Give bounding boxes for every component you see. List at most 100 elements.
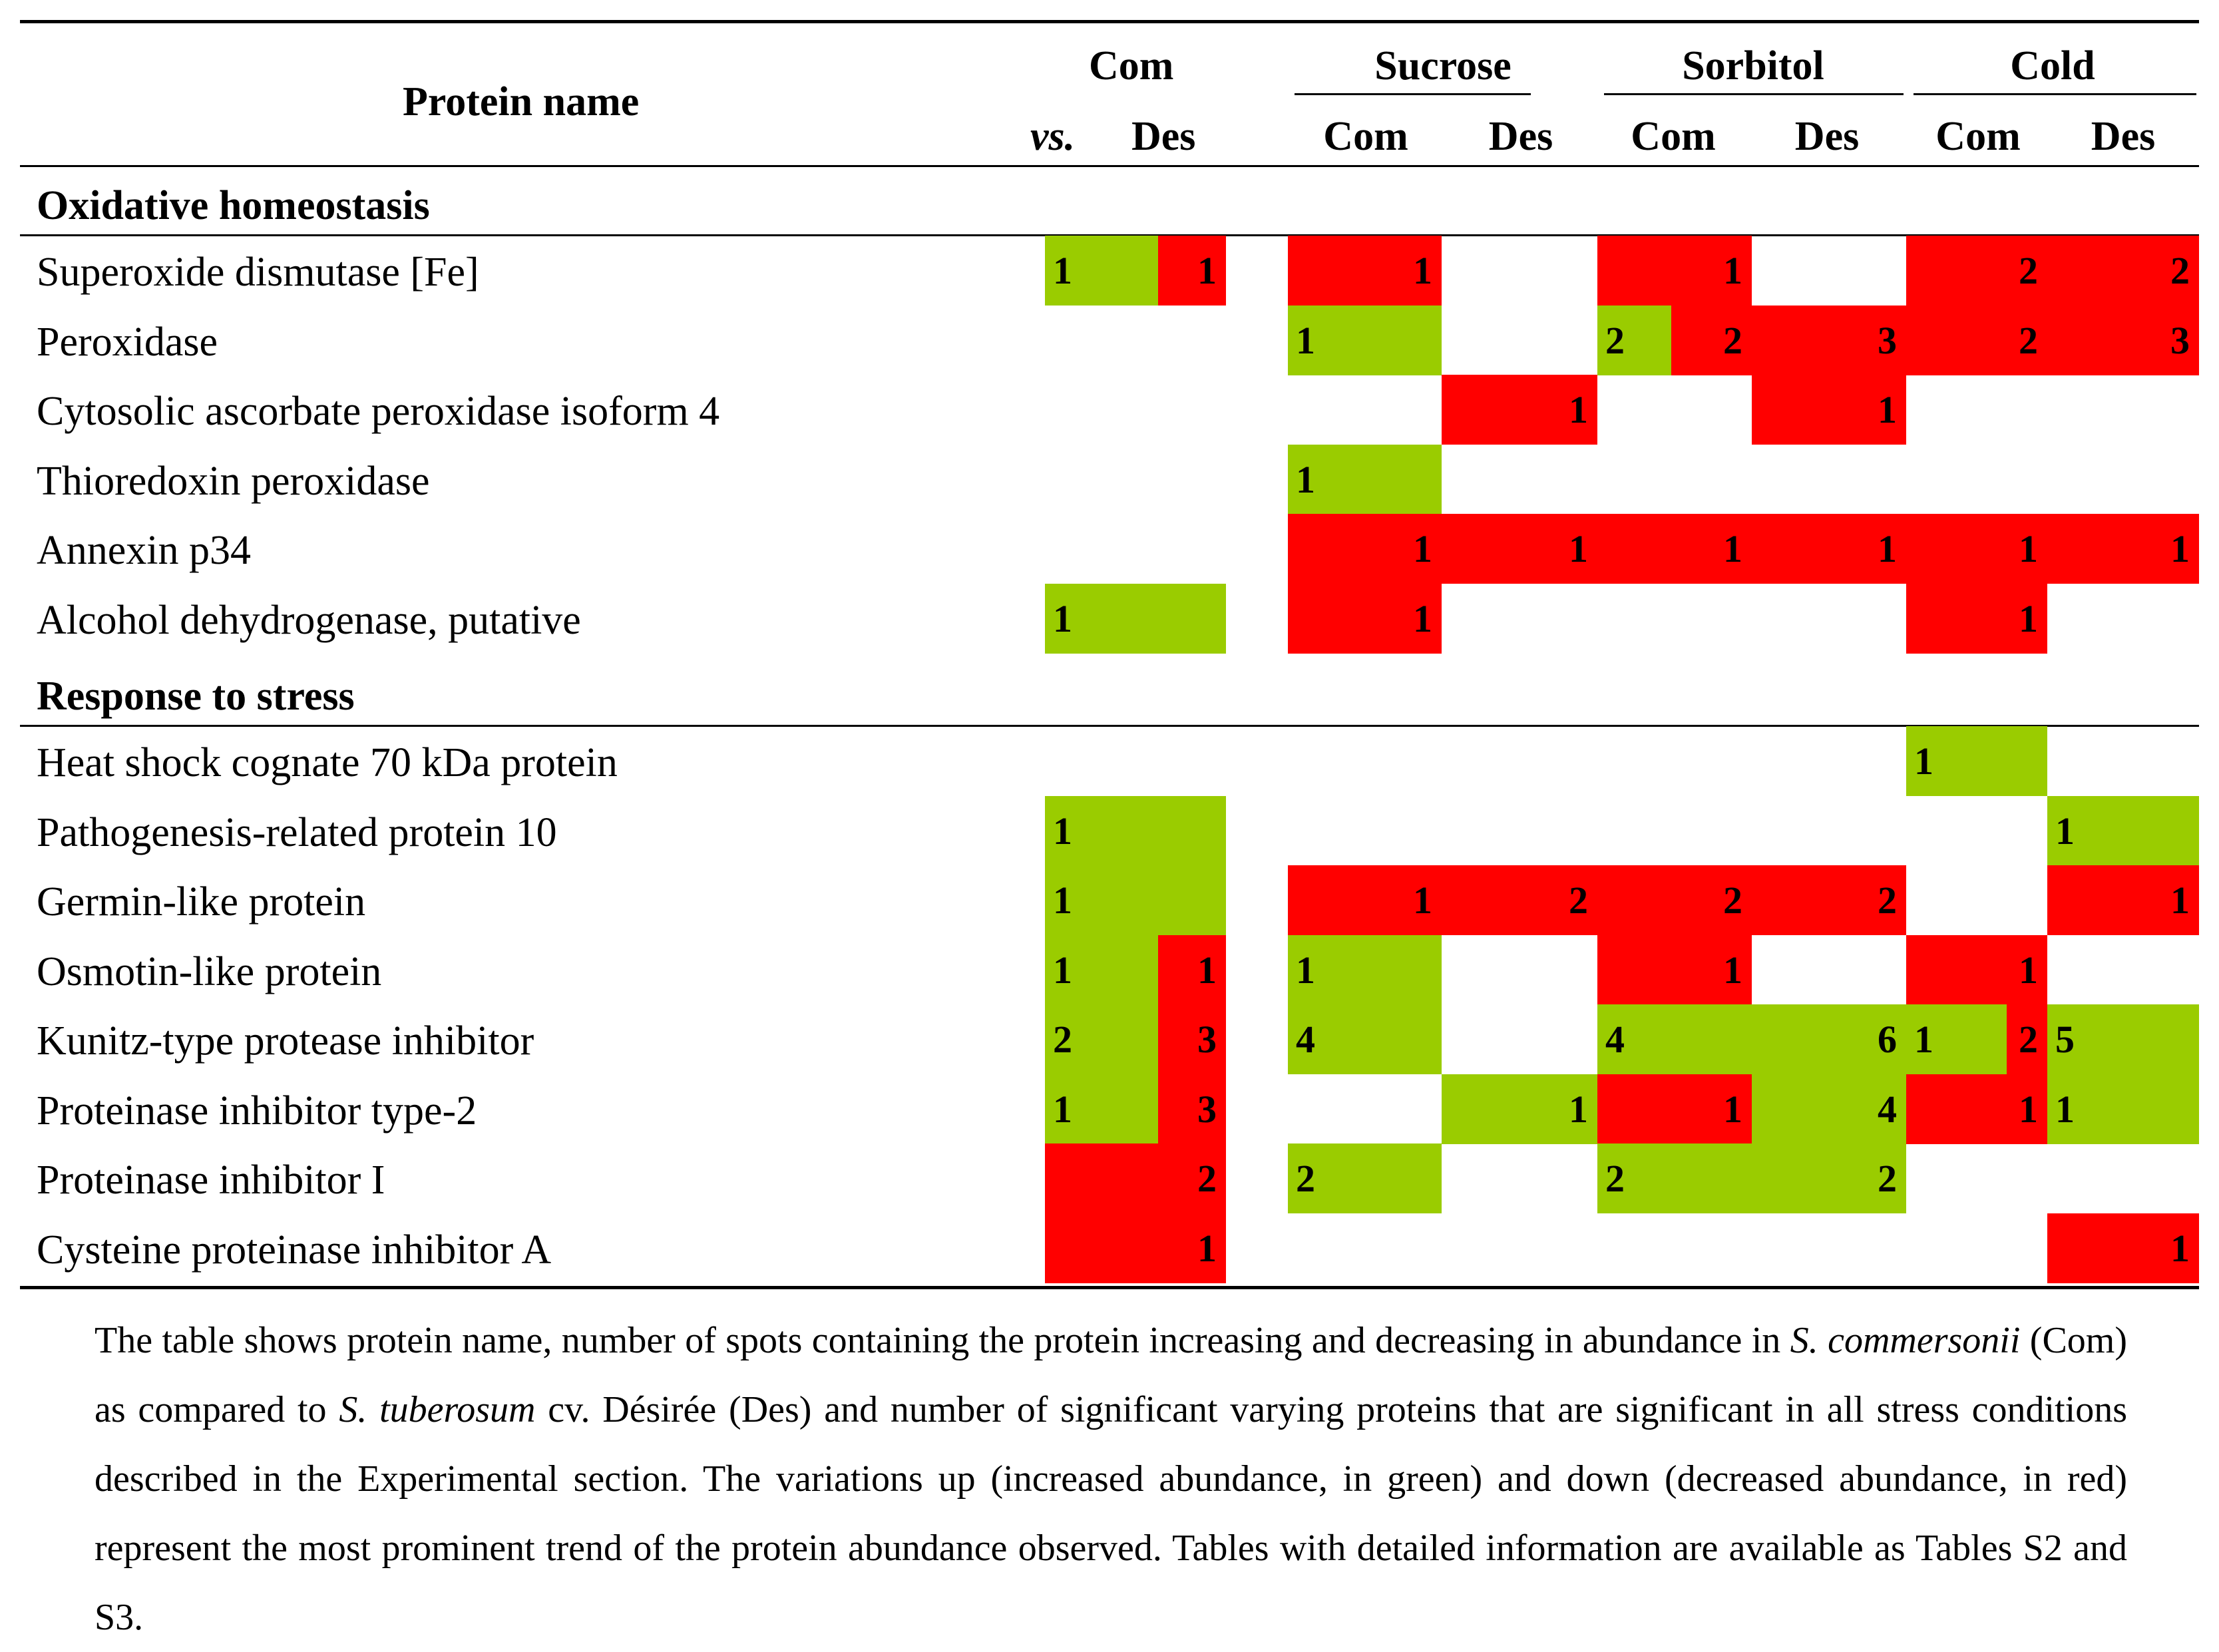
spot-count: 1 bbox=[1053, 1087, 1072, 1131]
spot-count: 1 bbox=[1053, 596, 1072, 640]
abundance-cell-increased bbox=[1597, 305, 1671, 375]
abundance-cell-decreased bbox=[1158, 1004, 1226, 1075]
spot-count: 1 bbox=[1053, 948, 1072, 992]
spot-count: 1 bbox=[1053, 249, 1072, 292]
header-condition-sucrose: Sucrose bbox=[1374, 43, 1512, 89]
bottom-rule bbox=[20, 1286, 2199, 1289]
abundance-cell-increased bbox=[1158, 865, 1226, 936]
header-underline-cold bbox=[1914, 93, 2196, 95]
spot-count: 2 bbox=[1296, 1157, 1315, 1200]
spot-count: 2 bbox=[1053, 1018, 1072, 1061]
abundance-cell-decreased bbox=[1906, 236, 2047, 306]
header-bottom-rule bbox=[20, 165, 2199, 167]
spot-count: 2 bbox=[1605, 318, 1625, 362]
abundance-cell-decreased bbox=[1288, 514, 1442, 584]
abundance-cell-decreased bbox=[2047, 236, 2199, 306]
abundance-cell-decreased bbox=[1158, 1074, 1226, 1144]
top-rule bbox=[20, 20, 2199, 23]
table-row-protein-name: Pathogenesis-related protein 10 bbox=[37, 809, 557, 855]
spot-count: 1 bbox=[1296, 948, 1315, 992]
section-rule bbox=[20, 234, 2199, 236]
spot-count: 1 bbox=[2055, 1087, 2075, 1131]
abundance-cell-decreased bbox=[1597, 514, 1752, 584]
abundance-cell-decreased bbox=[1752, 375, 1906, 445]
abundance-cell-decreased bbox=[1752, 514, 1906, 584]
abundance-cell-increased bbox=[1442, 1074, 1597, 1144]
header-underline-sorbitol bbox=[1604, 93, 1904, 95]
caption-text: The table shows protein name, number of … bbox=[95, 1320, 1790, 1361]
spot-count: 1 bbox=[2170, 527, 2190, 570]
header-protein-name: Protein name bbox=[403, 79, 640, 124]
spot-count: 2 bbox=[2019, 318, 2038, 362]
spot-count: 1 bbox=[2019, 527, 2038, 570]
table-row-protein-name: Heat shock cognate 70 kDa protein bbox=[37, 740, 618, 785]
abundance-cell-increased bbox=[1158, 583, 1226, 654]
spot-count: 2 bbox=[2019, 249, 2038, 292]
abundance-cell-increased bbox=[1906, 726, 2047, 797]
spot-count: 1 bbox=[1197, 948, 1217, 992]
abundance-cell-decreased bbox=[1288, 236, 1442, 306]
section-rule bbox=[20, 725, 2199, 727]
abundance-cell-decreased bbox=[2047, 514, 2199, 584]
spot-count: 3 bbox=[1197, 1018, 1217, 1061]
abundance-cell-decreased bbox=[1442, 514, 1597, 584]
spot-count: 2 bbox=[1723, 318, 1742, 362]
spot-count: 1 bbox=[1296, 457, 1315, 501]
abundance-cell-increased bbox=[1045, 934, 1158, 1005]
abundance-cell-increased bbox=[1288, 1143, 1442, 1214]
spot-count: 1 bbox=[2019, 596, 2038, 640]
abundance-cell-decreased bbox=[1906, 305, 2047, 375]
spot-count: 1 bbox=[1723, 948, 1742, 992]
caption-text: (Com) as compared to bbox=[95, 1320, 2128, 1430]
spot-count: 1 bbox=[2019, 948, 2038, 992]
abundance-cell-increased bbox=[1045, 1004, 1158, 1075]
abundance-cell-decreased bbox=[1906, 1074, 2047, 1144]
spot-count: 1 bbox=[1296, 318, 1315, 362]
abundance-cell-decreased bbox=[1597, 865, 1752, 936]
spot-count: 1 bbox=[2019, 1087, 2038, 1131]
spot-count: 1 bbox=[1413, 879, 1432, 922]
table-caption: The table shows protein name, number of … bbox=[95, 1306, 2127, 1652]
table-row-protein-name: Thioredoxin peroxidase bbox=[37, 458, 430, 504]
spot-count: 2 bbox=[1569, 879, 1588, 922]
abundance-cell-decreased bbox=[1597, 1074, 1752, 1144]
header-sub-des: Des bbox=[1488, 114, 1553, 159]
table-row-protein-name: Germin-like protein bbox=[37, 879, 366, 925]
table-row-protein-name: Cysteine proteinase inhibitor A bbox=[37, 1227, 552, 1273]
abundance-cell-increased bbox=[1288, 934, 1442, 1005]
caption-species-name: S. tuberosum bbox=[339, 1389, 536, 1430]
abundance-cell-decreased bbox=[2047, 865, 2199, 936]
spot-count: 1 bbox=[1053, 879, 1072, 922]
spot-count: 2 bbox=[1878, 1157, 1897, 1200]
abundance-cell-increased bbox=[1752, 1004, 1906, 1075]
spot-count: 4 bbox=[1296, 1018, 1315, 1061]
abundance-cell-decreased bbox=[1288, 865, 1442, 936]
header-sub-com: Com bbox=[1935, 114, 2021, 159]
abundance-cell-increased bbox=[1752, 1074, 1906, 1144]
spot-count: 1 bbox=[2055, 809, 2075, 853]
table-row-protein-name: Peroxidase bbox=[37, 319, 218, 365]
header-sub-com: Com bbox=[1631, 114, 1716, 159]
abundance-cell-decreased bbox=[1752, 305, 1906, 375]
abundance-cell-decreased bbox=[1906, 514, 2047, 584]
spot-count: 2 bbox=[1878, 879, 1897, 922]
spot-count: 1 bbox=[1723, 1087, 1742, 1131]
caption-species-name: S. commersonii bbox=[1790, 1320, 2021, 1361]
abundance-cell-decreased bbox=[2007, 1004, 2047, 1075]
abundance-cell-decreased bbox=[1752, 865, 1906, 936]
spot-count: 3 bbox=[1197, 1087, 1217, 1131]
abundance-cell-decreased bbox=[1906, 583, 2047, 654]
section-title: Oxidative homeostasis bbox=[37, 183, 430, 228]
abundance-cell-increased bbox=[2047, 1004, 2199, 1075]
abundance-cell-decreased bbox=[1045, 1143, 1158, 1214]
abundance-cell-decreased bbox=[1158, 934, 1226, 1005]
spot-count: 1 bbox=[1878, 527, 1897, 570]
spot-count: 5 bbox=[2055, 1018, 2075, 1061]
header-underline-sucrose bbox=[1295, 93, 1531, 95]
abundance-cell-decreased bbox=[2047, 1213, 2199, 1283]
spot-count: 1 bbox=[1723, 527, 1742, 570]
table-row-protein-name: Cytosolic ascorbate peroxidase isoform 4 bbox=[37, 389, 720, 434]
abundance-cell-decreased bbox=[1158, 1143, 1226, 1214]
table-row-protein-name: Alcohol dehydrogenase, putative bbox=[37, 597, 581, 643]
spot-count: 1 bbox=[1569, 388, 1588, 431]
